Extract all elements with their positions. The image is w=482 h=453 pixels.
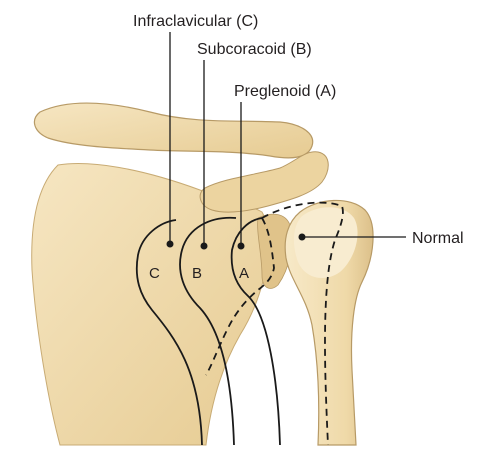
letter-c: C xyxy=(149,265,160,282)
label-subcoracoid: Subcoracoid (B) xyxy=(197,41,312,58)
point-b xyxy=(201,243,208,250)
letter-b: B xyxy=(192,265,202,282)
point-a xyxy=(238,243,245,250)
letter-a: A xyxy=(239,265,249,282)
label-normal: Normal xyxy=(412,230,464,247)
label-preglenoid: Preglenoid (A) xyxy=(234,83,336,100)
clavicle-bone xyxy=(34,103,312,158)
label-infraclavicular: Infraclavicular (C) xyxy=(133,13,258,30)
point-c xyxy=(167,241,174,248)
point-normal xyxy=(299,234,306,241)
